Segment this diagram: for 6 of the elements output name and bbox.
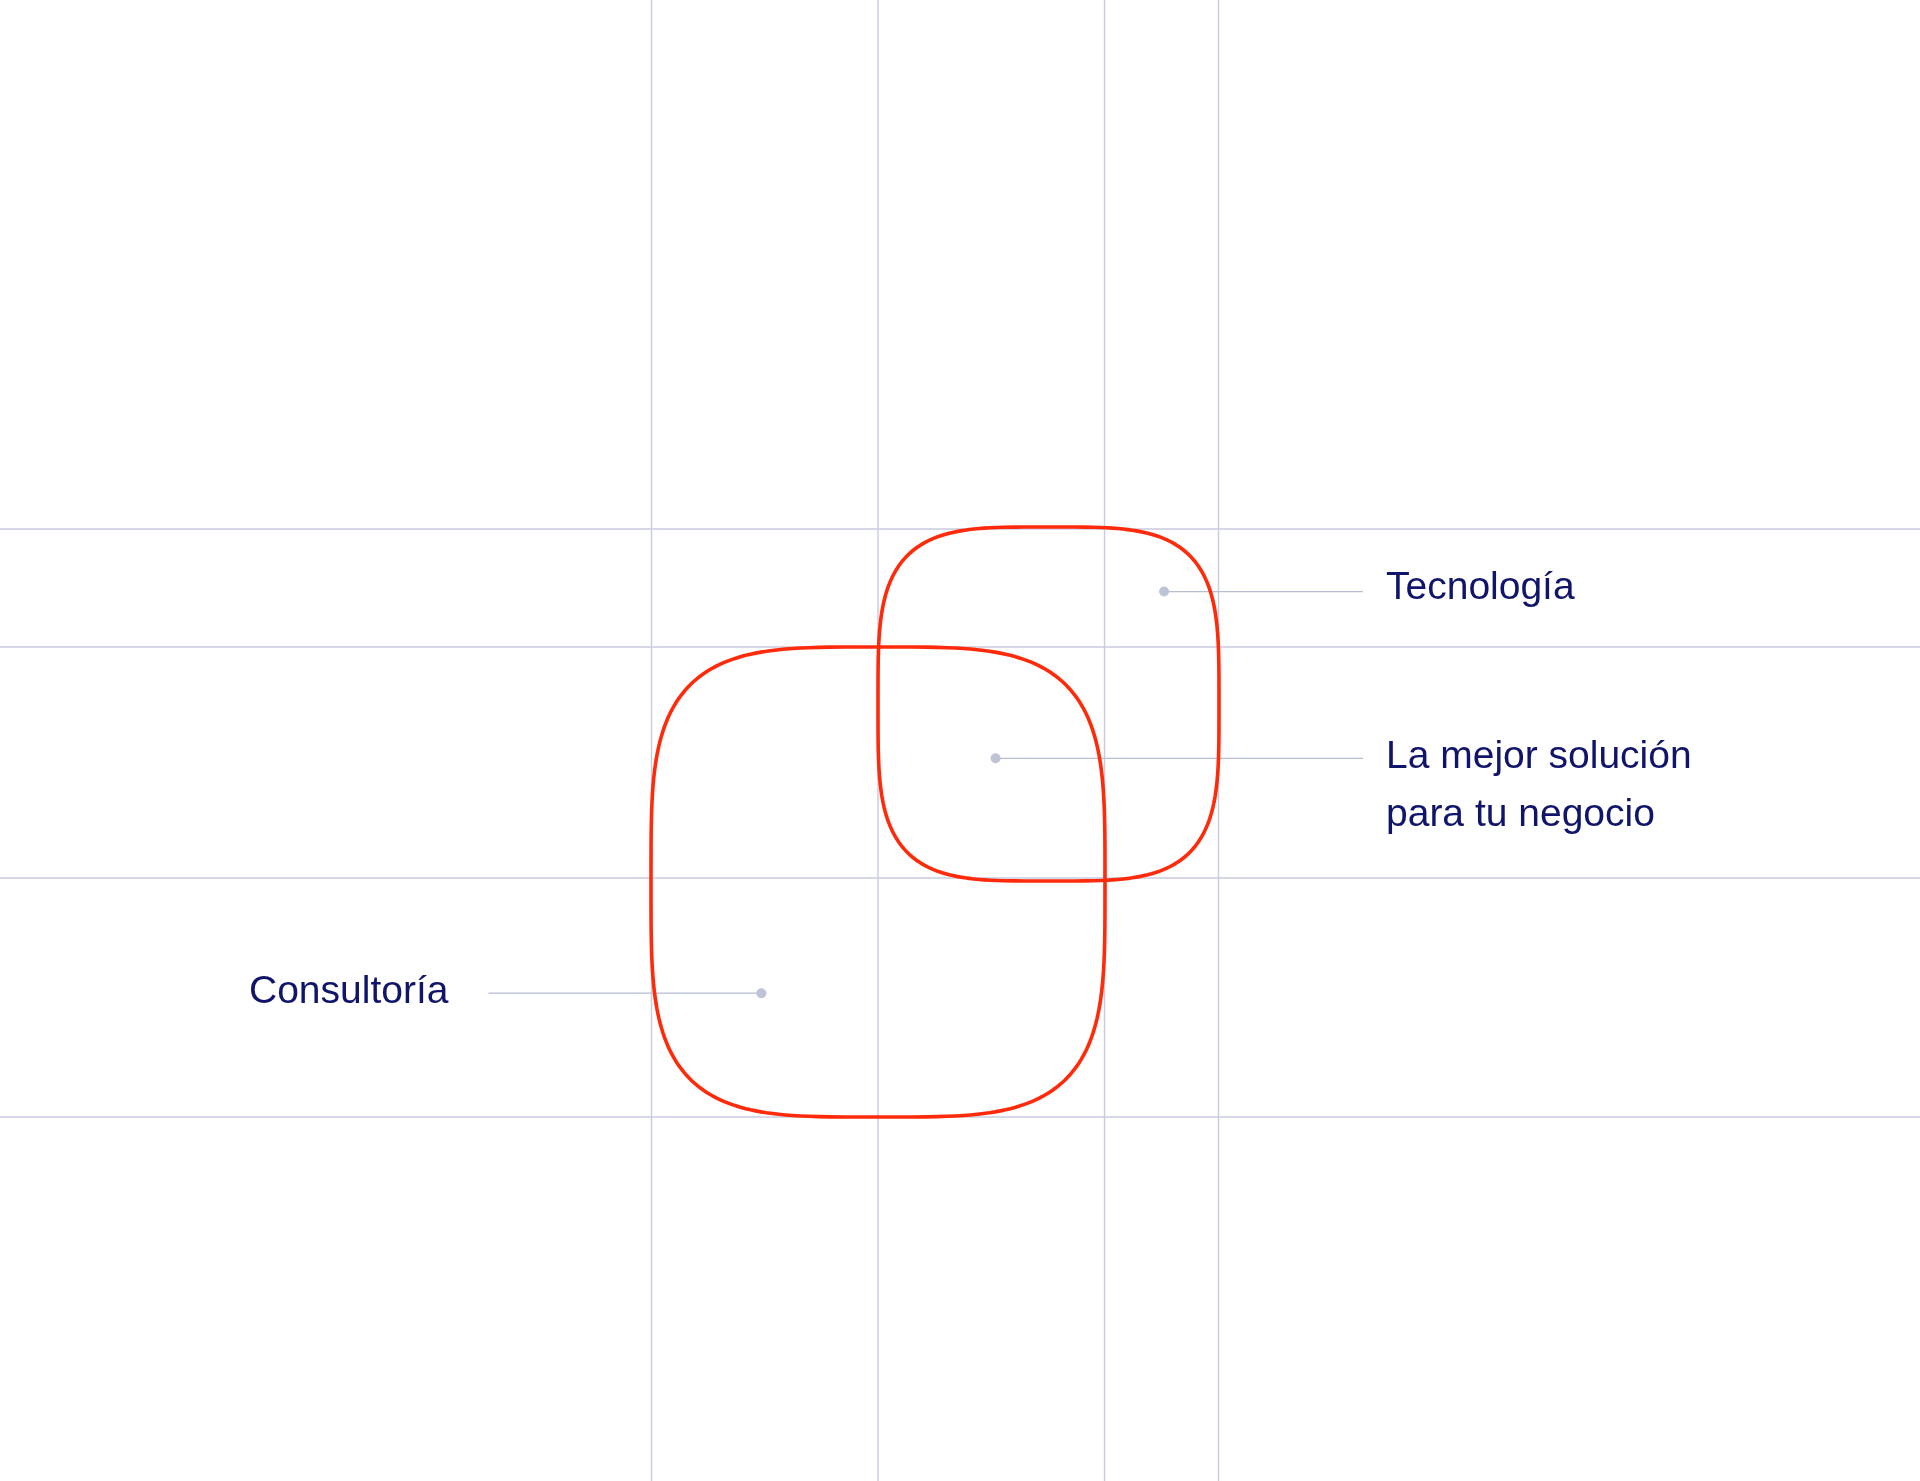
label-text: Consultoría — [249, 967, 449, 1013]
leader-line — [487, 988, 767, 999]
leader-line — [1159, 586, 1364, 597]
leader-line — [990, 753, 1364, 764]
label-text: La mejor solución para tu negocio — [1386, 731, 1693, 837]
label-text: Tecnología — [1386, 562, 1575, 609]
